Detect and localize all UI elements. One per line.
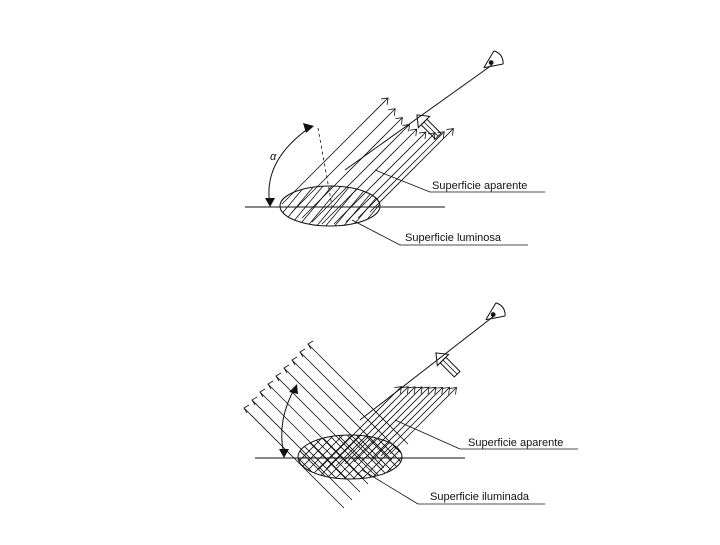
- hatch-line: [414, 430, 474, 490]
- reflected-ray: [353, 386, 430, 463]
- hatch-line: [280, 186, 311, 226]
- reflected-ray: [335, 386, 416, 467]
- direction-arrow-icon: [416, 114, 442, 140]
- incident-ray: [243, 407, 345, 509]
- ray-arrowhead: [291, 356, 298, 366]
- hatch-line: [368, 435, 402, 479]
- light-ray: [291, 108, 396, 213]
- luminous-surface-ellipse: [279, 185, 381, 227]
- hatch-line: [280, 186, 329, 226]
- label-illuminated-surface: Superficie iluminada: [430, 491, 530, 503]
- eye-icon: [483, 50, 504, 69]
- hatch-line: [298, 435, 349, 479]
- hatch-line: [349, 186, 380, 226]
- angle-arrow-bottom: [265, 198, 275, 207]
- angle-arrow-top: [303, 123, 314, 133]
- ray-arrowhead: [409, 128, 418, 137]
- ray-arrowhead: [415, 386, 423, 394]
- ray-arrowhead: [243, 404, 250, 414]
- incident-ray: [299, 351, 401, 453]
- incident-ray: [283, 367, 385, 469]
- hatch-line: [341, 435, 402, 479]
- light-ray: [311, 124, 410, 223]
- hatch-line: [350, 435, 402, 479]
- sight-line: [359, 315, 495, 421]
- light-ray: [281, 97, 389, 205]
- hatch-line: [280, 186, 320, 226]
- angle-arrow-bottom: [279, 449, 289, 458]
- ray-arrowhead: [299, 348, 306, 358]
- ray-arrowhead: [395, 117, 403, 125]
- angle-arrow-top: [289, 384, 298, 394]
- hatch-line: [314, 435, 376, 479]
- hatch-line: [359, 435, 402, 479]
- ray-arrowhead: [442, 386, 451, 395]
- eye-icon: [485, 302, 506, 321]
- sight-line: [344, 64, 493, 171]
- hatch-line: [304, 186, 356, 226]
- incident-ray: [291, 359, 393, 461]
- light-ray: [345, 132, 436, 223]
- ray-arrowhead: [408, 386, 416, 394]
- light-ray: [321, 128, 418, 225]
- light-ray: [369, 128, 454, 213]
- incident-ray: [251, 399, 353, 501]
- ray-arrowhead: [418, 131, 427, 140]
- leader-illuminated: [361, 469, 419, 505]
- hatch-line: [298, 435, 340, 479]
- reflected-ray: [326, 386, 409, 469]
- ray-arrowhead: [428, 386, 437, 395]
- reflected-ray: [380, 387, 450, 457]
- emitted-rays: [281, 97, 454, 225]
- angle-arc: [268, 125, 313, 206]
- label-apparent-surface-top: Superficie aparente: [432, 180, 527, 192]
- reflected-ray: [389, 387, 457, 455]
- incident-rays: [243, 340, 409, 509]
- ray-arrowhead: [283, 364, 290, 374]
- hatch-line: [340, 186, 380, 226]
- ray-arrowhead: [388, 108, 396, 116]
- leader-apparent-bottom: [394, 419, 461, 450]
- ray-arrowhead: [381, 97, 389, 105]
- ray-arrowhead: [446, 128, 454, 136]
- ray-arrowhead: [449, 387, 457, 395]
- light-ray: [301, 117, 403, 219]
- hatch-line: [414, 430, 474, 490]
- ray-arrowhead: [307, 340, 314, 350]
- surface-crosshatching: [298, 430, 474, 490]
- incident-ray: [259, 391, 361, 493]
- hatch-line: [323, 435, 385, 479]
- angle-alpha-label: α: [270, 151, 277, 163]
- ray-arrowhead: [401, 386, 409, 394]
- label-apparent-surface-bottom: Superficie aparente: [468, 437, 563, 449]
- ray-arrowhead: [251, 396, 258, 406]
- leader-apparent-top: [374, 169, 431, 193]
- ray-arrowhead: [394, 386, 402, 394]
- ray-arrowhead: [259, 388, 266, 398]
- normal-dashed-line: [317, 127, 333, 207]
- hatch-line: [286, 186, 338, 226]
- direction-arrow-icon: [435, 352, 461, 378]
- ray-arrowhead: [275, 372, 282, 382]
- ray-arrowhead: [421, 386, 430, 395]
- leader-luminous: [351, 219, 401, 246]
- reflected-ray: [371, 387, 443, 459]
- hatch-line: [405, 430, 465, 490]
- light-ray: [357, 131, 445, 219]
- hatch-line: [298, 435, 331, 479]
- diagram-top-luminous: α Superficie aparente Superficie luminos…: [245, 50, 545, 246]
- hatch-line: [405, 430, 465, 490]
- hatch-line: [376, 186, 380, 226]
- incident-ray: [267, 383, 369, 485]
- label-luminous-surface: Superficie luminosa: [405, 232, 502, 244]
- hatch-line: [295, 186, 347, 226]
- hatch-line: [332, 435, 394, 479]
- hatch-line: [313, 186, 365, 226]
- ray-arrowhead: [267, 380, 274, 390]
- ray-arrowhead: [435, 386, 444, 395]
- incident-ray: [307, 343, 409, 445]
- reflected-ray: [344, 386, 423, 465]
- diagram-bottom-illuminated: Superficie aparente Superficie iluminada: [243, 302, 578, 509]
